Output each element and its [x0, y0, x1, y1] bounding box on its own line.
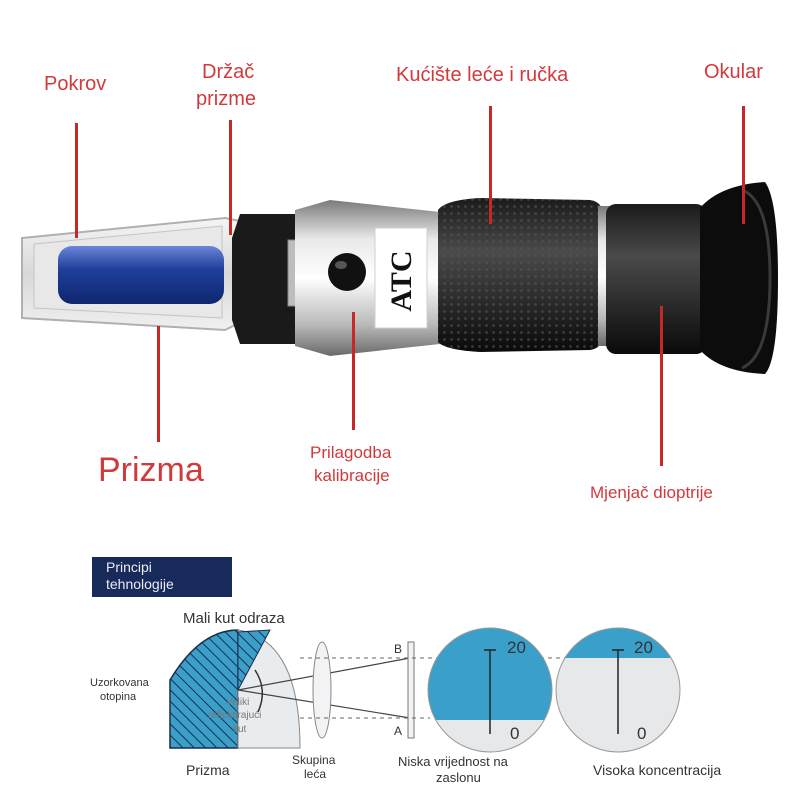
leader-calibration: [352, 312, 355, 430]
lens-group-label-1: Skupina: [292, 753, 336, 767]
prism-sample-hatch: [169, 629, 239, 749]
label-diopter: Mjenjač dioptrije: [590, 483, 713, 502]
prism-schematic-label: Prizma: [186, 762, 230, 778]
scale-bottom-low: 0: [510, 724, 520, 743]
big-angle-label-2: reflektirajući: [208, 710, 262, 721]
screen-bar: [407, 641, 415, 739]
mark-a: A: [394, 724, 403, 738]
big-angle-label-3: kut: [233, 724, 247, 735]
grip-shape: [438, 198, 602, 352]
leader-prism-holder: [229, 120, 232, 235]
sample-label-2: otopina: [100, 691, 137, 703]
calibration-knob: [328, 253, 366, 291]
diopter-ring-shape: [606, 204, 706, 354]
leader-lens-housing: [489, 106, 492, 224]
leader-diopter: [660, 306, 663, 466]
technology-principles-badge: Principi tehnologije: [92, 557, 232, 597]
high-concentration-circle: [555, 627, 681, 753]
small-angle-label: Mali kut odraza: [183, 610, 285, 627]
badge-line-2: tehnologije: [106, 576, 174, 592]
mark-b: B: [394, 642, 403, 656]
prism-holder-shape: [232, 214, 300, 344]
label-prism-holder-2: prizme: [196, 88, 257, 110]
badge-line-1: Principi: [106, 559, 152, 575]
atc-label: ATC: [385, 250, 418, 312]
label-cover: Pokrov: [44, 73, 107, 95]
high-concentration-label: Visoka koncentracija: [593, 762, 722, 778]
leader-eyepiece: [742, 106, 745, 224]
scale-bottom-high: 0: [637, 724, 647, 743]
leader-prism: [157, 326, 160, 442]
low-value-label-2: zaslonu: [436, 770, 481, 785]
label-prism-holder-1: Držač: [202, 61, 255, 83]
label-lens-housing: Kućište leće i ručka: [396, 64, 569, 86]
scale-top-high: 20: [634, 638, 653, 657]
scale-top-low: 20: [507, 638, 526, 657]
low-value-label-1: Niska vrijednost na: [398, 754, 508, 769]
big-angle-label-1: Veliki: [226, 697, 250, 708]
lens-shape: [312, 641, 332, 739]
label-prism: Prizma: [98, 451, 204, 489]
prism-shape: [58, 246, 224, 304]
label-calibration-2: kalibracije: [314, 466, 390, 485]
sample-label-1: Uzorkovana: [90, 677, 149, 689]
low-value-circle: [427, 627, 553, 753]
label-calibration-1: Prilagodba: [310, 443, 392, 462]
principle-schematic: [169, 627, 681, 753]
atc-panel: [374, 227, 428, 329]
leader-cover: [75, 123, 78, 238]
eyepiece-shape: [700, 182, 778, 374]
lens-group-label-2: leća: [304, 767, 327, 781]
label-eyepiece: Okular: [704, 61, 763, 83]
